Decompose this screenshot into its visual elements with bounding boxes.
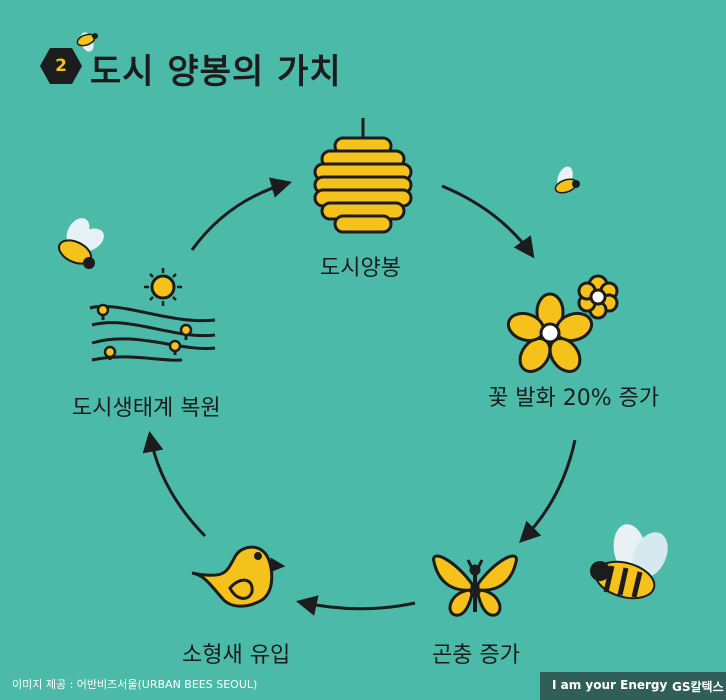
node-label-urban-beekeeping: 도시양봉 xyxy=(320,256,401,281)
bee-icon xyxy=(590,524,668,600)
node-label-insect-increase: 곤충 증가 xyxy=(432,643,520,668)
butterfly-icon xyxy=(432,554,518,617)
bird-icon xyxy=(191,545,286,608)
brand-footer: I am your Energy GS칼텍스 xyxy=(540,672,726,700)
bee-icon xyxy=(58,218,104,269)
bee-icon xyxy=(76,32,98,52)
node-label-small-bird-influx: 소형새 유입 xyxy=(182,643,291,668)
landscape-sun-icon xyxy=(89,268,216,362)
arrow-insects-to-birds xyxy=(295,595,416,616)
brand-tagline: I am your Energy xyxy=(552,678,668,692)
arrow-hive-to-flowers xyxy=(441,184,535,259)
arrow-flowers-to-insects xyxy=(519,439,577,543)
flower-icon xyxy=(506,274,619,373)
step-badge xyxy=(40,48,82,84)
node-label-flower-bloom: 꽃 발화 20% 증가 xyxy=(488,386,660,411)
step-badge-number: 2 xyxy=(55,56,67,76)
arrow-ecosystem-to-hive xyxy=(190,177,293,251)
arrow-birds-to-ecosystem xyxy=(142,430,207,538)
node-label-ecosystem-restoration: 도시생태계 복원 xyxy=(72,396,221,421)
page-title: 도시 양봉의 가치 xyxy=(90,52,342,92)
bee-icon xyxy=(554,166,580,194)
brand-name: GS칼텍스 xyxy=(672,680,724,694)
beehive-icon xyxy=(313,118,413,234)
image-credit: 이미지 제공 : 어반비즈서울(URBAN BEES SEOUL) xyxy=(12,678,258,691)
